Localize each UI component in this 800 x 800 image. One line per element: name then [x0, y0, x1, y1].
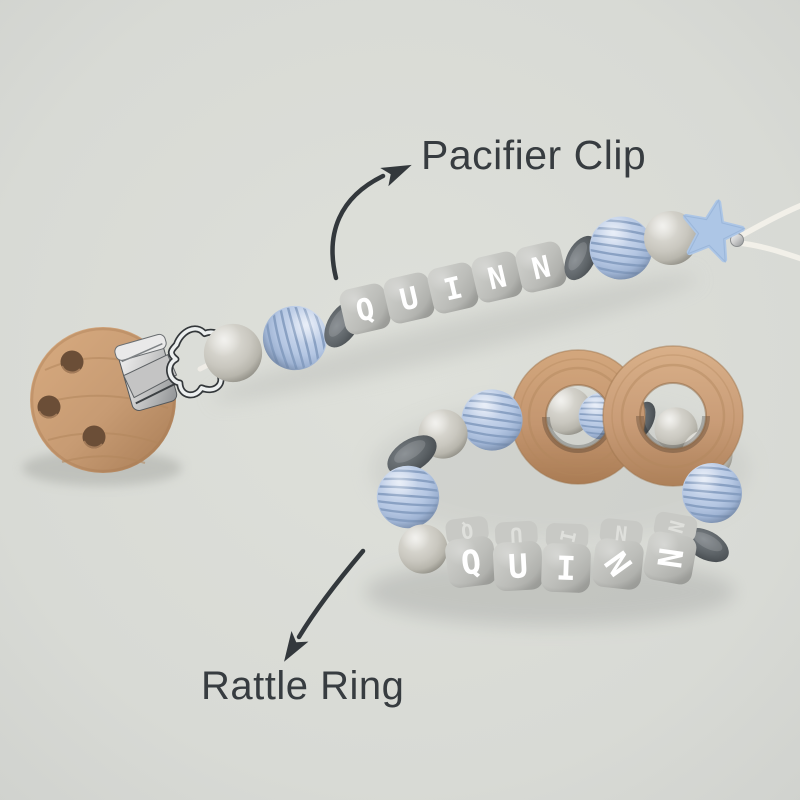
- letter-bead-top-text: N: [614, 520, 629, 545]
- letter-bead-top-text: N: [663, 518, 689, 536]
- pacifier-clip-label: Pacifier Clip: [421, 132, 647, 178]
- clip-wire-loop: [166, 325, 232, 399]
- letter-bead: U: [381, 270, 437, 326]
- pacifier-cord: [730, 202, 800, 262]
- rattle-letter-beads: Q Q U U I I N N N N: [443, 510, 699, 594]
- wooden-ring-right: [602, 345, 744, 487]
- rattle-ring-product: Q Q U U I I N N N N: [375, 345, 745, 594]
- letter-bead: I: [425, 260, 481, 316]
- letter-bead: Q: [337, 281, 393, 337]
- letter-bead-top-text: Q: [460, 518, 475, 543]
- rattle-ring-label: Rattle Ring: [201, 664, 405, 708]
- letter-bead: U U: [492, 520, 544, 592]
- pacifier-bead-strand: Q U I N N: [203, 211, 698, 383]
- bead-gray: [203, 323, 263, 383]
- letter-bead-top-text: I: [555, 528, 581, 545]
- pacifier-arrow: [330, 164, 412, 281]
- metal-clip: [114, 325, 232, 411]
- bead-gray: [398, 524, 448, 574]
- letter-bead: N N: [591, 517, 645, 591]
- clip-disc-holes: [37, 350, 106, 449]
- rattle-arrow: [284, 548, 366, 662]
- letter-bead-text: I: [555, 549, 576, 588]
- letter-bead: Q Q: [443, 515, 499, 590]
- letter-bead-text: Q: [459, 543, 483, 583]
- letter-bead: I I: [540, 522, 592, 594]
- letter-bead: N N: [641, 510, 699, 587]
- letter-bead: N: [469, 249, 525, 305]
- letter-bead: N: [513, 239, 569, 295]
- letter-bead-text: U: [507, 547, 529, 586]
- letter-bead-top-text: U: [510, 523, 523, 548]
- pacifier-clip-product: Q U I N N: [30, 193, 800, 473]
